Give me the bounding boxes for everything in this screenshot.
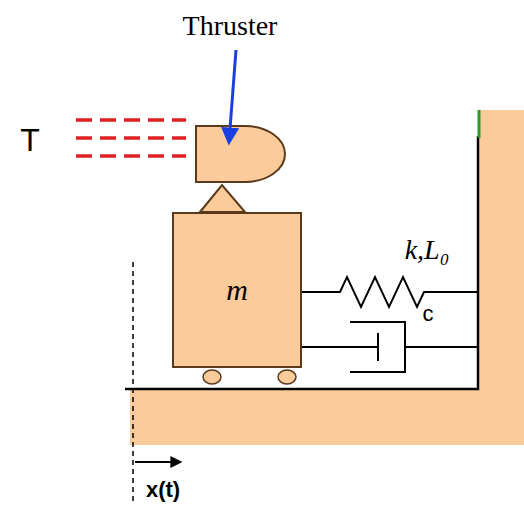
floor-line (125, 388, 479, 391)
spring-parameters: k,L₀ (405, 234, 450, 266)
spring-symbol (302, 277, 478, 307)
damper-symbol (302, 322, 478, 372)
reference-line (132, 262, 134, 505)
mass-symbol: m (226, 273, 248, 307)
wall-marker (478, 110, 481, 138)
thruster-body (196, 126, 285, 182)
thrust-exhaust (76, 120, 186, 156)
displacement-arrow (135, 461, 180, 463)
ground (130, 390, 524, 445)
part-name: Thruster (183, 10, 278, 42)
thruster-mount (200, 185, 245, 212)
damping-symbol: c (423, 301, 434, 327)
displacement-symbol: x(t) (146, 477, 180, 503)
wheel (278, 370, 296, 384)
force-symbol: T (20, 122, 40, 159)
wall-line (477, 136, 480, 390)
pointer-arrow (229, 50, 236, 142)
wall (478, 110, 524, 392)
wheel (203, 370, 221, 384)
mass-box: m (172, 212, 302, 368)
